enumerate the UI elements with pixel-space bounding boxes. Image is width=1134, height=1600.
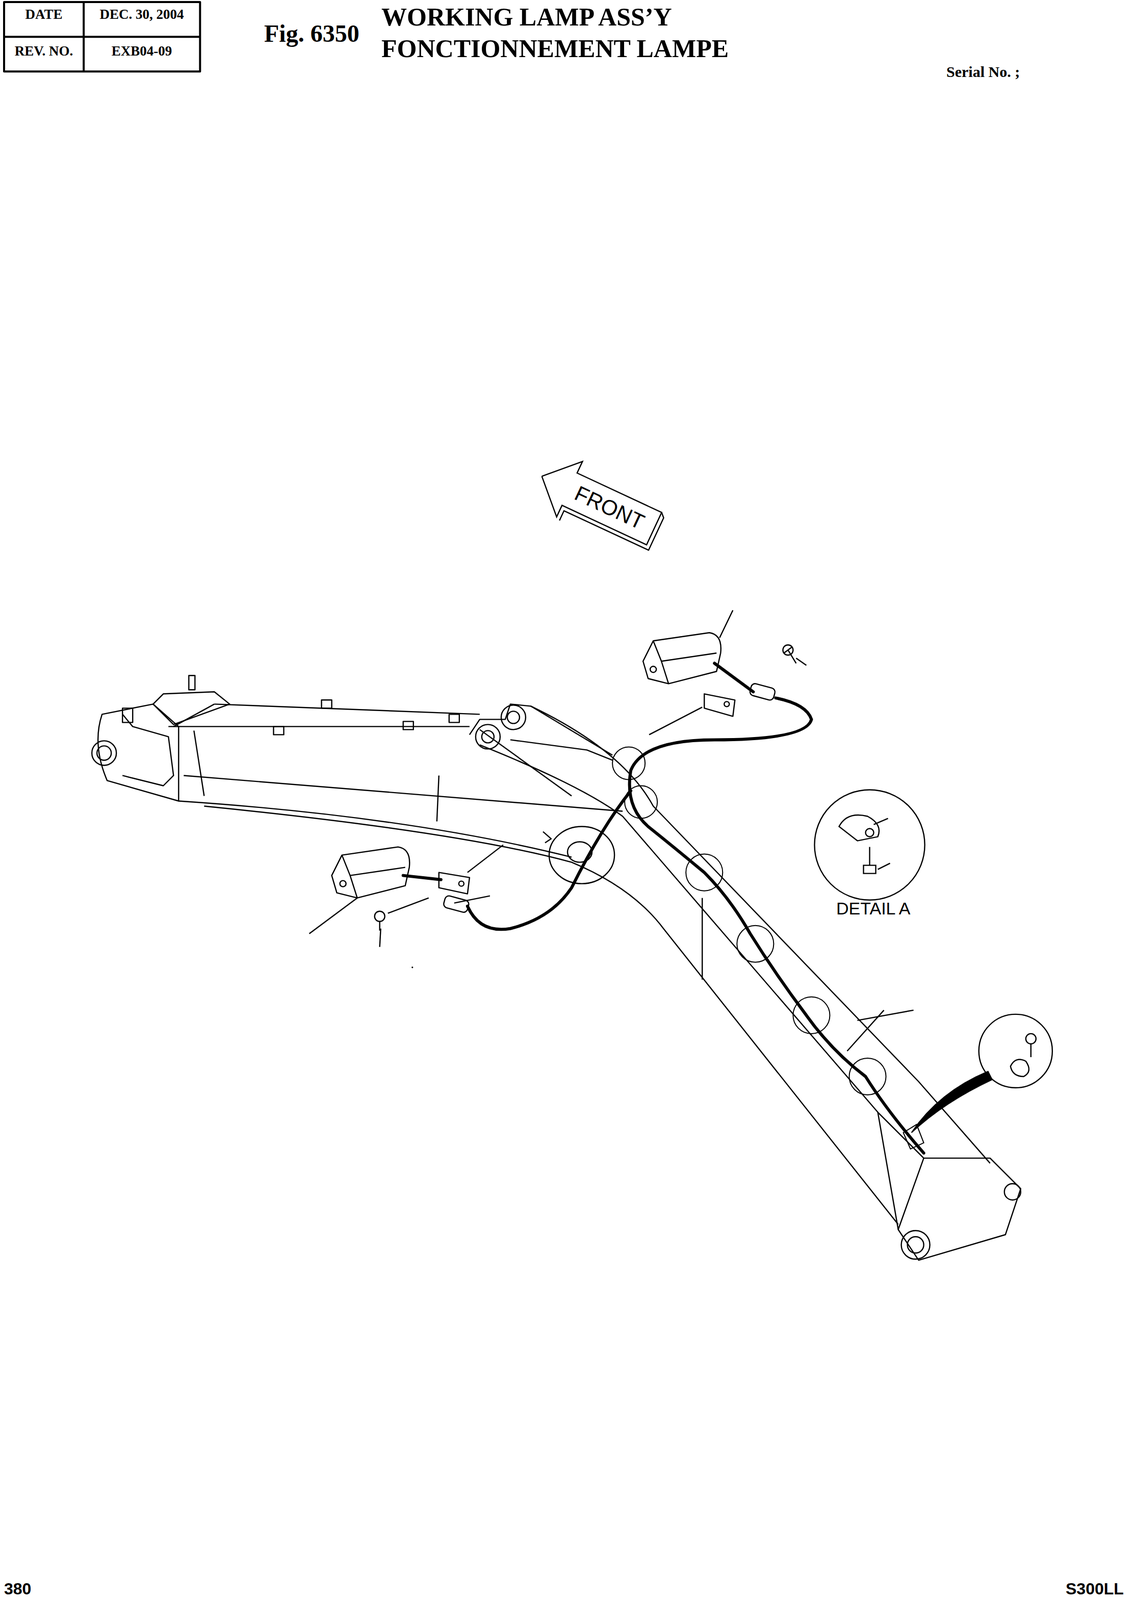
figure-subtitle: FONCTIONNEMENT LAMPE [381, 34, 729, 63]
table-cell: DATE [4, 7, 84, 23]
front-arrow: FRONT [528, 448, 667, 557]
table-cell: DEC. 30, 2004 [83, 7, 200, 23]
figure-number: Fig. 6350 [264, 20, 360, 48]
detail-label: DETAIL A [836, 899, 911, 919]
arrow-shadow [559, 474, 666, 560]
table-cell: EXB04-09 [83, 43, 200, 60]
figure-title: WORKING LAMP ASS’Y [381, 3, 673, 32]
model-code: S300LL [1065, 1580, 1124, 1599]
table-cell: REV. NO. [4, 43, 84, 60]
page-number: 380 [4, 1580, 32, 1599]
arrow-shape [528, 448, 667, 557]
serial-note: Serial No. ; [946, 63, 1020, 81]
